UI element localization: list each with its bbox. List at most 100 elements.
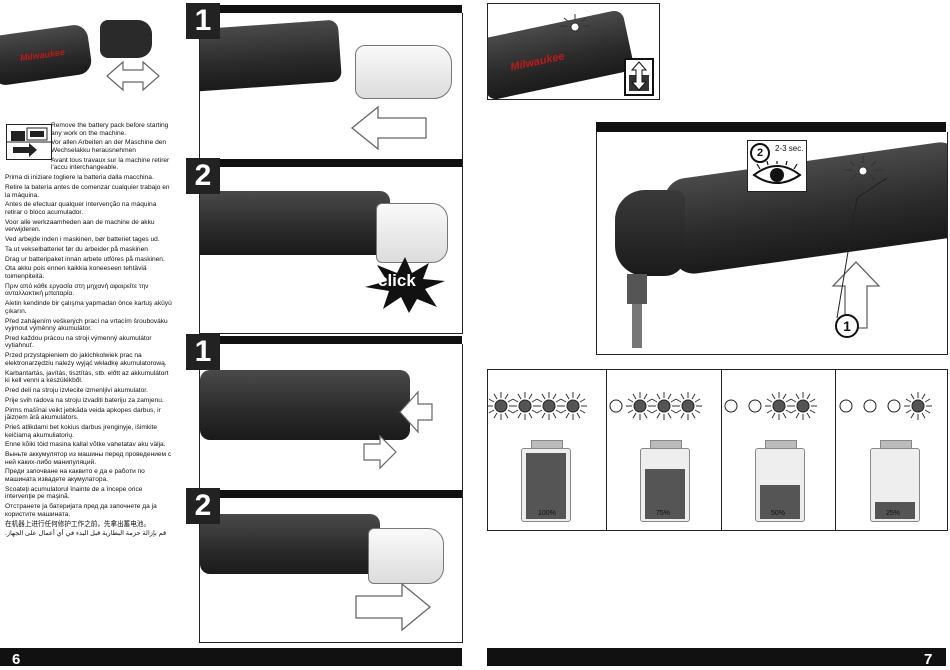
warning-zh: 在机器上进行任何修护工作之前，先拿出蓄电池。 [5, 520, 151, 528]
warning-fr: Avant tous travaux sur la machine retire… [51, 156, 170, 172]
led-off [887, 399, 901, 413]
warning-fi: Ota akku pois ennen kaikkia koneeseen te… [5, 265, 147, 280]
battery-75: 75% [640, 440, 690, 522]
double-arrow-icon [106, 60, 160, 92]
eye-icon [752, 161, 802, 184]
battery-warning-icon [6, 124, 52, 160]
step-circle-1: 1 [835, 314, 859, 338]
warning-el: Πριν από κάθε εργασία στη μηχανή αφαιρεί… [5, 282, 149, 298]
warning-sl: Pred deli na stroju izvlecite izmenljivi… [5, 387, 148, 394]
figure-insert-battery: click [199, 13, 463, 334]
warning-lt: Prieš atlikdami bet kokius darbus įrengi… [5, 423, 158, 439]
press-arrows-icon [363, 390, 433, 470]
warning-cs: Před zahájením veškerých prací na vrtací… [5, 317, 168, 333]
led-lit-rays [559, 392, 587, 420]
figure-remove-battery [199, 344, 463, 643]
warning-lv: Pirms mašīnai veikt jebkāda veida apkope… [5, 406, 161, 422]
warning-ar: قم بإزالة حزمة البطارية قبل البدء في أي … [5, 530, 167, 538]
led-on [796, 399, 810, 413]
led-on [657, 399, 671, 413]
battery-50: 50% [755, 440, 805, 522]
battery-pack [355, 45, 452, 99]
footer-right [487, 648, 946, 666]
thumb-removal: Milwaukee [0, 0, 175, 112]
timer-box: 2 [747, 140, 807, 192]
led-lit-rays [511, 392, 539, 420]
led-lit-rays [904, 392, 932, 420]
warning-bg: Преди започване на каквито е да е работи… [5, 468, 145, 484]
footer-left [0, 648, 462, 666]
led-on [772, 399, 786, 413]
led-lit-rays [789, 392, 817, 420]
warning-mk: Отстранете ја батеријата пред да започне… [5, 503, 157, 518]
led-on [633, 399, 647, 413]
warning-pt: Antes de efectuar qualquer intervenção n… [5, 201, 157, 216]
battery-25: 25% [870, 440, 920, 522]
warning-sk: Pred každou prácou na stroji výmenný aku… [5, 334, 152, 350]
battery-fill [760, 485, 800, 519]
led-burst-icon [843, 156, 883, 181]
led-off [839, 399, 853, 413]
warning-de: Vor allen Arbeiten an der Maschine den W… [51, 139, 167, 154]
warning-tr: Aletin kendinde bir çalışma yapmadan önc… [5, 300, 172, 315]
tool-body [200, 19, 342, 93]
tool-bit [632, 304, 642, 348]
click-label: click [378, 271, 416, 290]
tool-body [200, 514, 380, 574]
warning-it: Prima di iniziare togliere la batteria d… [5, 174, 154, 182]
warning-es: Retire la batería antes de comenzar cual… [5, 183, 170, 199]
led-on [542, 399, 556, 413]
led-lit-rays [765, 392, 793, 420]
grid-divider [835, 370, 836, 530]
warning-ru: Выньте аккумулятор из машины перед прове… [5, 451, 172, 466]
grid-divider [606, 370, 607, 530]
led-burst-icon [560, 14, 590, 32]
step-number-1: 1 [186, 334, 220, 370]
tool-chuck [627, 274, 647, 304]
warning-text-list: Remove the battery pack before starting … [5, 122, 173, 540]
thumb-charge-check: Milwaukee [487, 3, 660, 100]
figure-top-header [186, 5, 462, 13]
battery-percent: 25% [886, 510, 901, 517]
battery-pack [368, 528, 444, 584]
step-number-2: 2 [186, 158, 220, 194]
battery-fill [526, 453, 566, 519]
warning-sv: Drag ur batteripaket innan arbete utföre… [5, 255, 165, 263]
battery-fill [645, 469, 685, 519]
timer-label: 2-3 sec. [775, 144, 804, 153]
battery-percent: 100% [538, 510, 556, 517]
page-number-right: 7 [924, 651, 933, 668]
led-off [609, 399, 623, 413]
battery-pack [376, 203, 448, 263]
tool-body [200, 191, 390, 255]
led-lit-rays [650, 392, 678, 420]
tool-head [615, 190, 685, 276]
battery-percent: 50% [771, 510, 786, 517]
warning-et: Enne kõiki töid masina kallal võtke vahe… [5, 441, 166, 449]
step-number-1: 1 [186, 3, 220, 39]
battery-level-icon [624, 58, 654, 96]
led-indicator-layer [487, 392, 932, 420]
tool-body [200, 370, 410, 440]
warning-en: Remove the battery pack before starting … [51, 122, 169, 137]
warning-nl: Voor alle werkzaamheden aan de machine d… [5, 218, 155, 234]
pointer-line [836, 178, 888, 319]
battery-percent: 75% [656, 510, 671, 517]
battery-pack [100, 20, 152, 58]
page-number-left: 6 [12, 651, 21, 668]
led-off [724, 399, 738, 413]
figure-fuel-gauge: 1 2 2-3 sec. [596, 132, 948, 355]
warning-ro: Scoateţi acumulatorul înainte de a încep… [5, 485, 143, 501]
battery-fill [875, 502, 915, 519]
led-lit-rays [674, 392, 702, 420]
step-number-2: 2 [186, 488, 220, 524]
warning-hu: Karbantartás, javítás, tisztítás, stb. e… [5, 369, 169, 385]
led-on [494, 399, 508, 413]
warning-da: Ved arbejde inden i maskinen, bør batter… [5, 236, 160, 244]
warning-no: Ta ut vekselbatteriet før du arbeider på… [5, 245, 148, 253]
led-on [911, 399, 925, 413]
led-off [748, 399, 762, 413]
step-circle-2: 2 [750, 143, 770, 163]
led-on [566, 399, 580, 413]
figure-gauge-header [596, 122, 946, 132]
